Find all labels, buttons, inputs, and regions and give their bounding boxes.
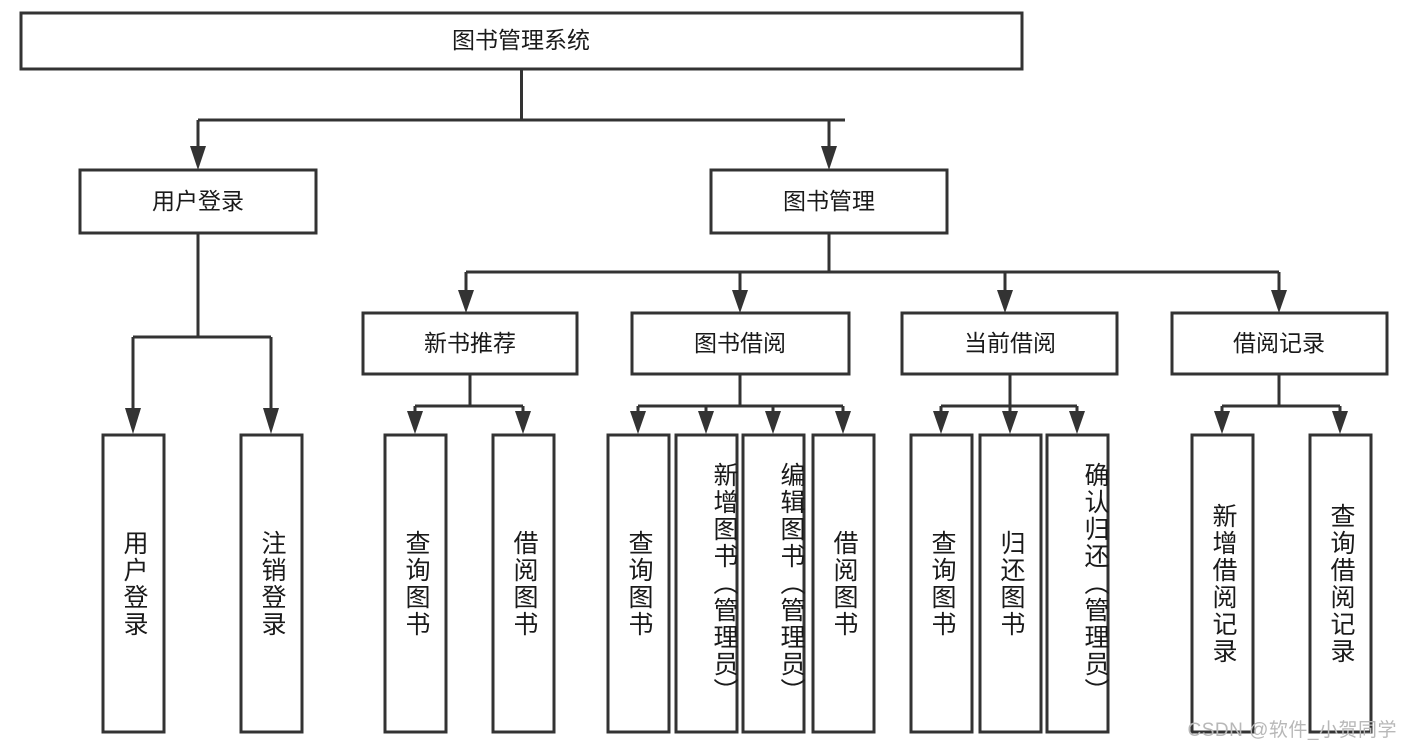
connector-currentborrow-to-leaves [933, 374, 1085, 434]
watermark-text: CSDN @软件_小贺同学 [1187, 720, 1397, 741]
node-root[interactable]: 图书管理系统 [19, 11, 1024, 71]
node-user-login-label: 用户登录 [152, 188, 244, 214]
node-leaf-query-book-3[interactable] [909, 433, 974, 734]
arrow-head-icon [263, 408, 279, 434]
arrow-head-icon [835, 411, 851, 434]
arrow-head-icon [458, 290, 474, 313]
arrow-head-icon [933, 411, 949, 434]
arrow-head-icon [190, 146, 206, 170]
arrow-head-icon [407, 411, 423, 434]
arrow-head-icon [630, 411, 646, 434]
node-leaf-user-logout[interactable] [239, 433, 304, 734]
node-leaf-borrow-book-1[interactable] [491, 433, 556, 734]
node-book-manage-label: 图书管理 [783, 188, 875, 214]
leaf-box-group [101, 433, 1373, 734]
node-book-borrow-label: 图书借阅 [694, 330, 786, 356]
arrow-head-icon [515, 411, 531, 434]
node-new-book-recommend[interactable]: 新书推荐 [361, 311, 579, 376]
node-leaf-add-record[interactable] [1190, 433, 1255, 734]
node-root-label: 图书管理系统 [452, 27, 590, 53]
node-borrow-record[interactable]: 借阅记录 [1170, 311, 1389, 376]
node-current-borrow[interactable]: 当前借阅 [900, 311, 1119, 376]
connector-borrowrecord-to-leaves [1214, 374, 1348, 434]
connector-newbook-to-leaves [407, 374, 531, 434]
arrow-head-icon [1214, 411, 1230, 434]
node-borrow-record-label: 借阅记录 [1233, 330, 1325, 356]
connector-bookborrow-to-leaves [630, 374, 851, 434]
arrow-head-icon [997, 290, 1013, 313]
arrow-head-icon [698, 411, 714, 434]
arrow-head-icon [1069, 411, 1085, 434]
node-leaf-query-book-2[interactable] [606, 433, 671, 734]
node-book-borrow[interactable]: 图书借阅 [630, 311, 851, 376]
node-leaf-query-record[interactable] [1308, 433, 1373, 734]
arrow-head-icon [1002, 411, 1018, 434]
connector-root-to-level2 [190, 69, 845, 170]
node-leaf-confirm-return[interactable] [1045, 433, 1110, 734]
node-leaf-return-book[interactable] [978, 433, 1043, 734]
node-leaf-edit-book[interactable] [741, 433, 806, 734]
node-leaf-query-book-1[interactable] [383, 433, 448, 734]
node-leaf-borrow-book-2[interactable] [811, 433, 876, 734]
arrow-head-icon [125, 408, 141, 434]
node-new-book-recommend-label: 新书推荐 [424, 330, 516, 356]
arrow-head-icon [765, 411, 781, 434]
arrow-head-icon [821, 146, 837, 170]
arrow-head-icon [1332, 411, 1348, 434]
arrow-head-icon [1271, 290, 1287, 313]
node-book-manage[interactable]: 图书管理 [709, 168, 949, 235]
node-current-borrow-label: 当前借阅 [964, 330, 1056, 356]
node-user-login[interactable]: 用户登录 [78, 168, 318, 235]
connector-userlogin-to-leaves [125, 233, 279, 434]
node-leaf-user-login[interactable] [101, 433, 166, 734]
arrow-head-icon [732, 290, 748, 313]
connector-bookmanage-to-level3 [458, 233, 1287, 313]
node-leaf-add-book[interactable] [674, 433, 739, 734]
